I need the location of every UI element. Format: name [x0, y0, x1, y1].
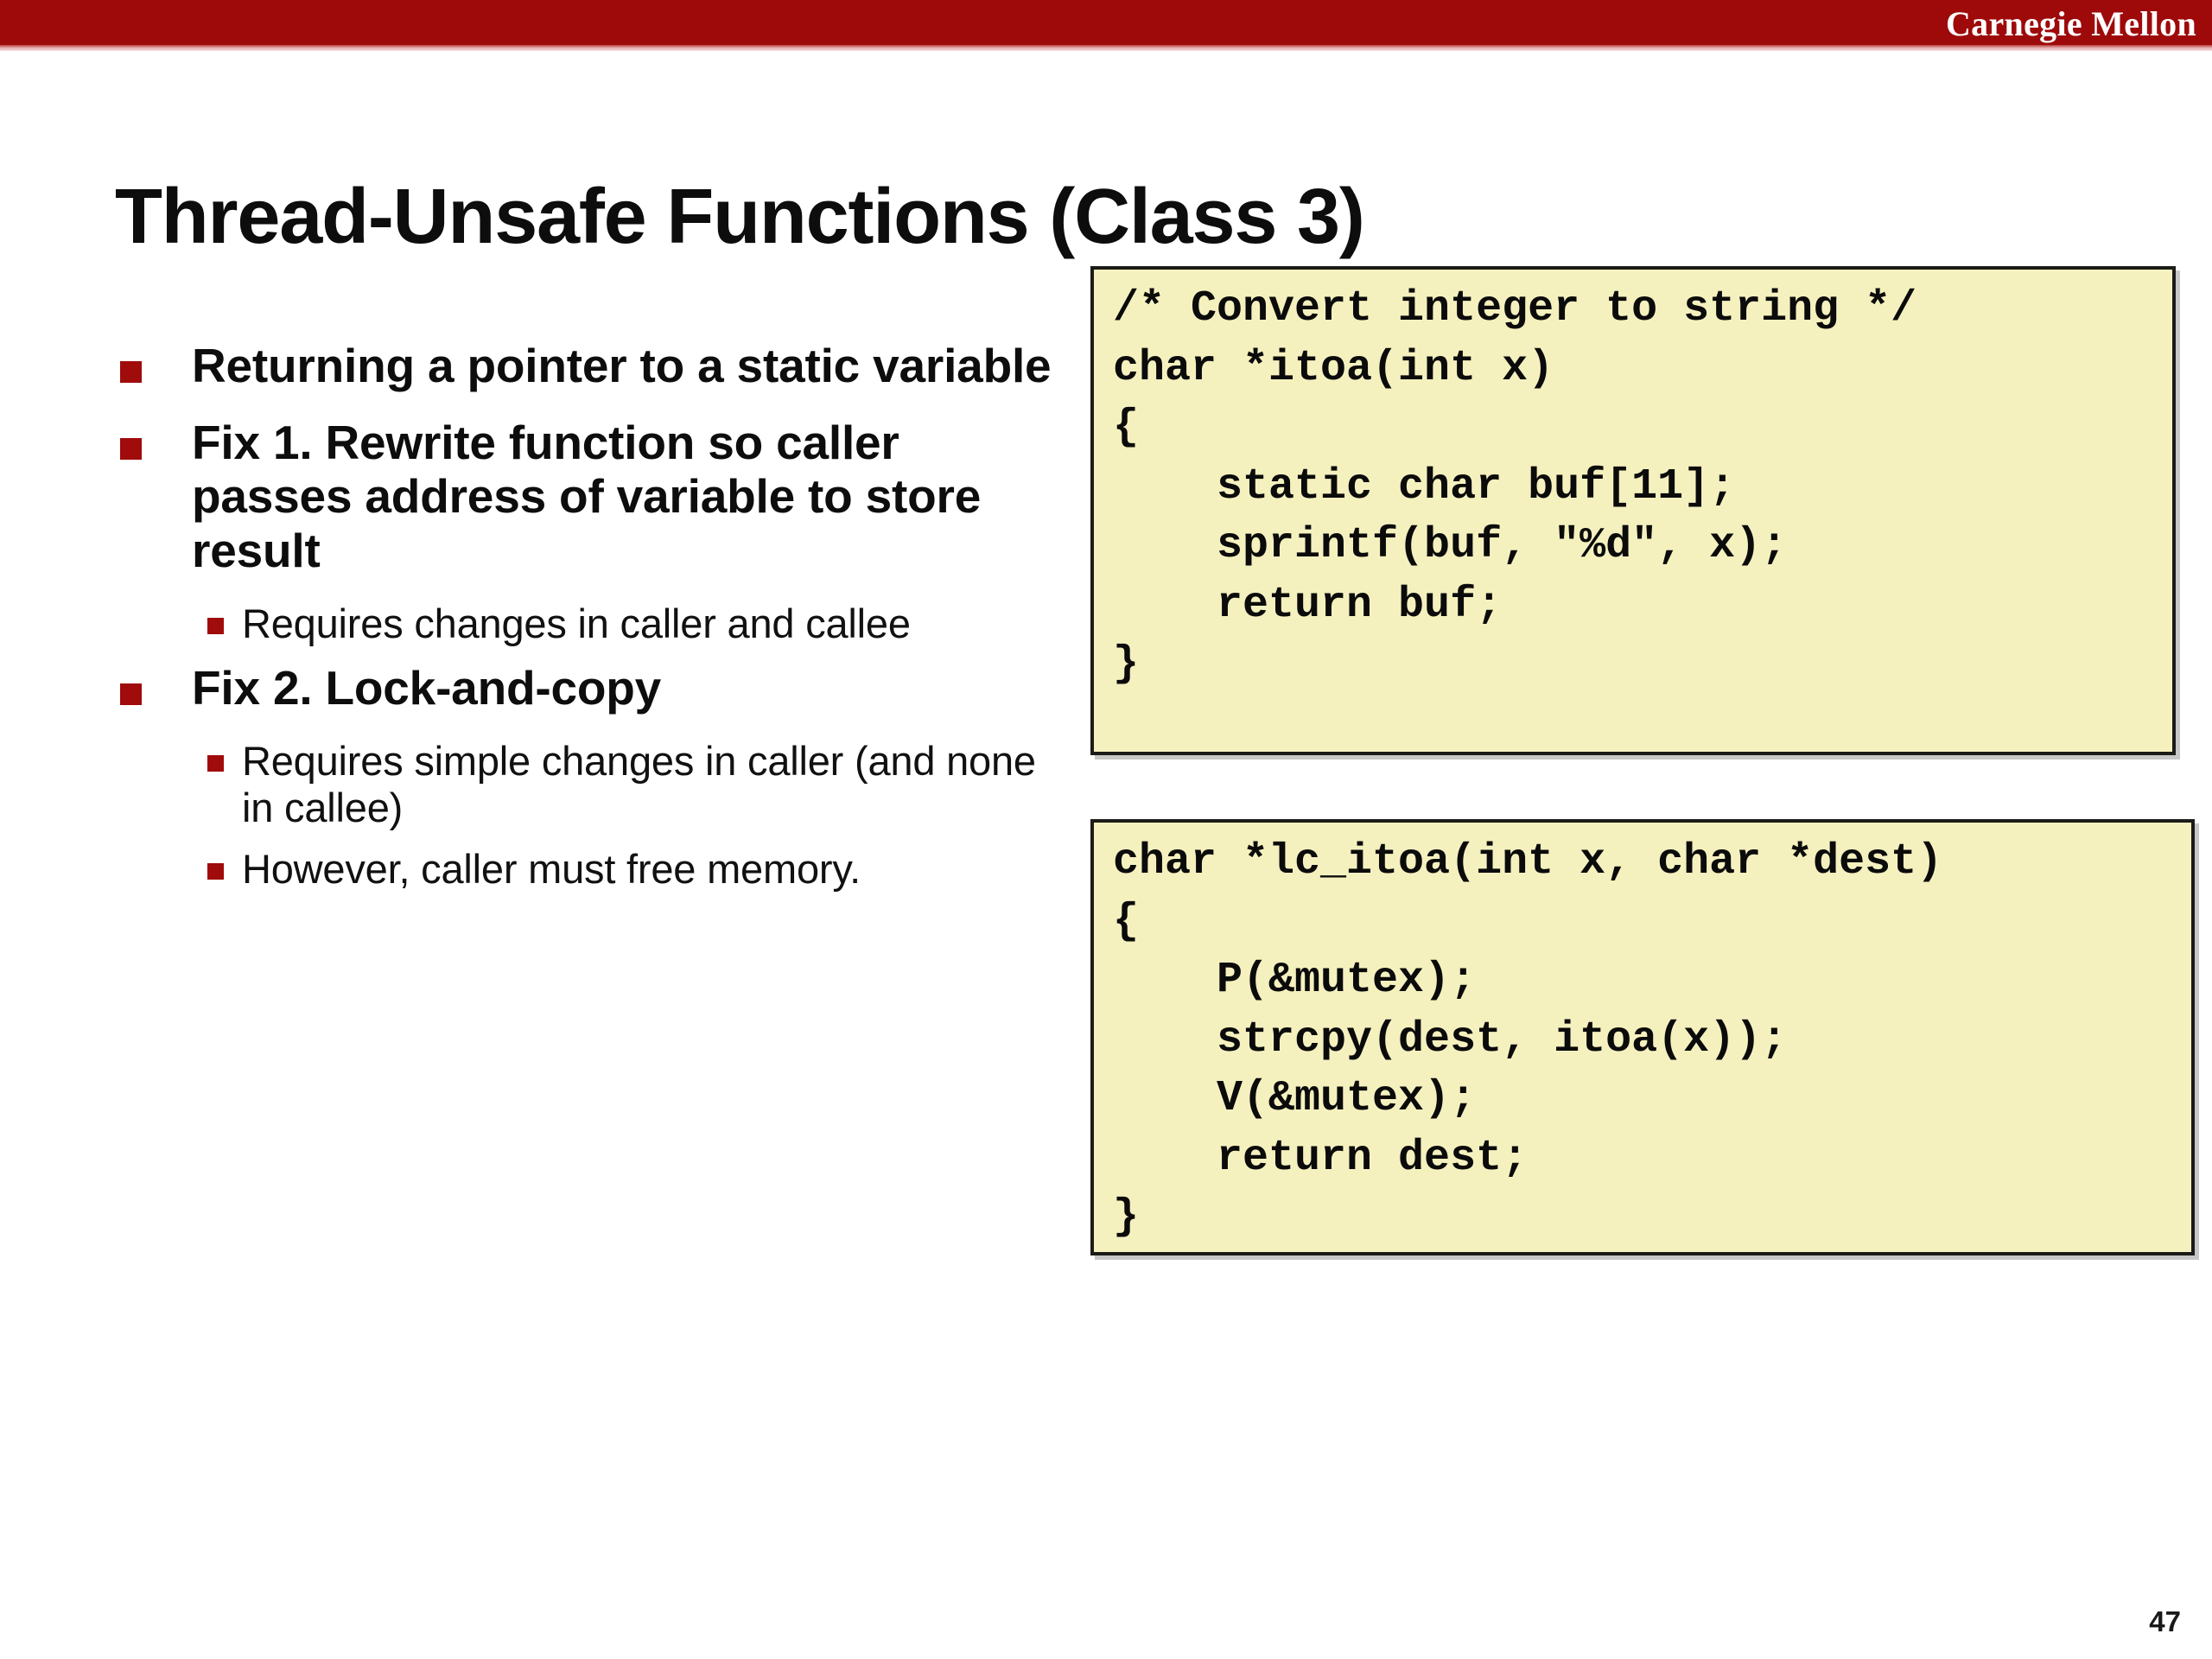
sub-bullet-item-requires-simple-changes: Requires simple changes in caller (and n…	[112, 738, 1071, 832]
bullet-square-icon	[120, 437, 142, 460]
sub-bullet-text: Requires changes in caller and callee	[242, 600, 911, 646]
bullet-item-returning-pointer: Returning a pointer to a static variable	[112, 339, 1071, 393]
carnegie-mellon-brand-text: Carnegie Mellon	[1946, 4, 2196, 43]
page-number: 47	[2149, 1605, 2181, 1637]
bullet-list: Returning a pointer to a static variable…	[112, 339, 1071, 907]
header-banner	[0, 0, 2212, 45]
code-box-itoa: /* Convert integer to string */ char *it…	[1090, 266, 2176, 755]
header-banner-underline	[0, 45, 2212, 51]
code-text-itoa: /* Convert integer to string */ char *it…	[1113, 284, 1917, 689]
code-box-lc-itoa: char *lc_itoa(int x, char *dest) { P(&mu…	[1090, 819, 2195, 1255]
sub-bullet-text: Requires simple changes in caller (and n…	[242, 737, 1036, 831]
sub-bullet-item-caller-must-free: However, caller must free memory.	[112, 846, 1071, 893]
bullet-square-icon	[120, 361, 142, 383]
code-text-lc-itoa: char *lc_itoa(int x, char *dest) { P(&mu…	[1113, 837, 1943, 1242]
bullet-text: Returning a pointer to a static variable	[192, 339, 1052, 392]
sub-bullet-item-requires-changes: Requires changes in caller and callee	[112, 601, 1071, 648]
bullet-text: Fix 2. Lock-and-copy	[192, 661, 662, 715]
page-title: Thread-Unsafe Functions (Class 3)	[115, 174, 1365, 261]
sub-bullet-square-icon	[207, 617, 224, 634]
sub-bullet-square-icon	[207, 754, 224, 772]
bullet-item-fix-1: Fix 1. Rewrite function so caller passes…	[112, 416, 1071, 578]
bullet-text: Fix 1. Rewrite function so caller passes…	[192, 415, 982, 578]
sub-bullet-text: However, caller must free memory.	[242, 845, 861, 892]
bullet-item-fix-2: Fix 2. Lock-and-copy	[112, 661, 1071, 715]
sub-bullet-square-icon	[207, 862, 224, 880]
bullet-square-icon	[120, 683, 142, 706]
